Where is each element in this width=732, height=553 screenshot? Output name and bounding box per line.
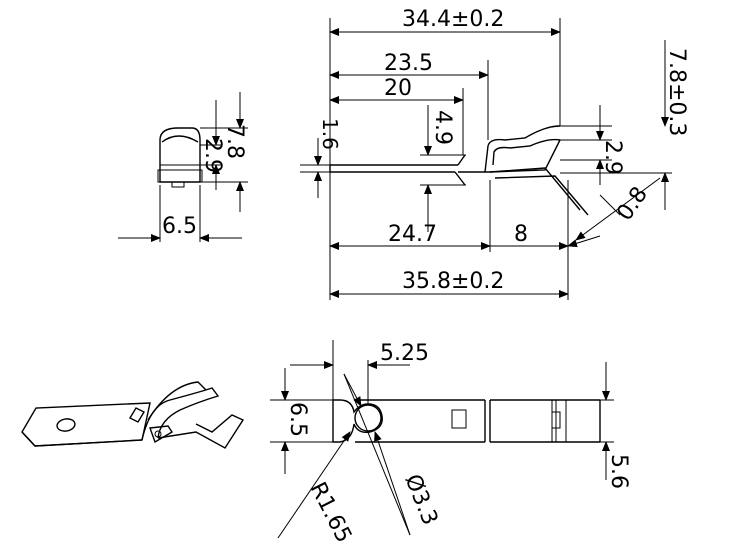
dim-8: 8 xyxy=(514,222,528,247)
plan-view: 5.25 6.5 5.6 R1.65 Ø3.3 xyxy=(270,340,631,547)
dim-20: 20 xyxy=(384,76,412,101)
dim-4-9: 4.9 xyxy=(430,110,455,145)
dim-1-6: 1.6 xyxy=(318,118,342,150)
plan-dim-6-5: 6.5 xyxy=(285,402,310,437)
dim-7-8-tol: 7.8±0.3 xyxy=(664,48,689,136)
end-dim-2-9: 2.9 xyxy=(200,138,225,173)
dim-23-5: 23.5 xyxy=(384,51,433,76)
plan-dim-5-25: 5.25 xyxy=(380,341,429,366)
dim-35-8: 35.8±0.2 xyxy=(402,269,504,294)
dim-2-9-right: 2.9 xyxy=(600,140,625,175)
end-dim-6-5: 6.5 xyxy=(162,214,197,239)
side-view: 34.4±0.2 23.5 20 4.9 1.6 2.9 7.8±0.3 xyxy=(300,7,689,300)
plan-dim-dia: Ø3.3 xyxy=(399,471,442,529)
dim-34-4: 34.4±0.2 xyxy=(402,7,504,32)
isometric-view xyxy=(21,381,245,449)
end-view: 6.5 7.8 2.9 xyxy=(118,92,248,242)
end-dim-7-8: 7.8 xyxy=(222,124,247,159)
dim-0-8: 0.8 xyxy=(612,182,653,225)
dim-24-7: 24.7 xyxy=(388,222,437,247)
plan-dim-5-6: 5.6 xyxy=(606,454,631,489)
plan-dim-r: R1.65 xyxy=(305,478,356,547)
